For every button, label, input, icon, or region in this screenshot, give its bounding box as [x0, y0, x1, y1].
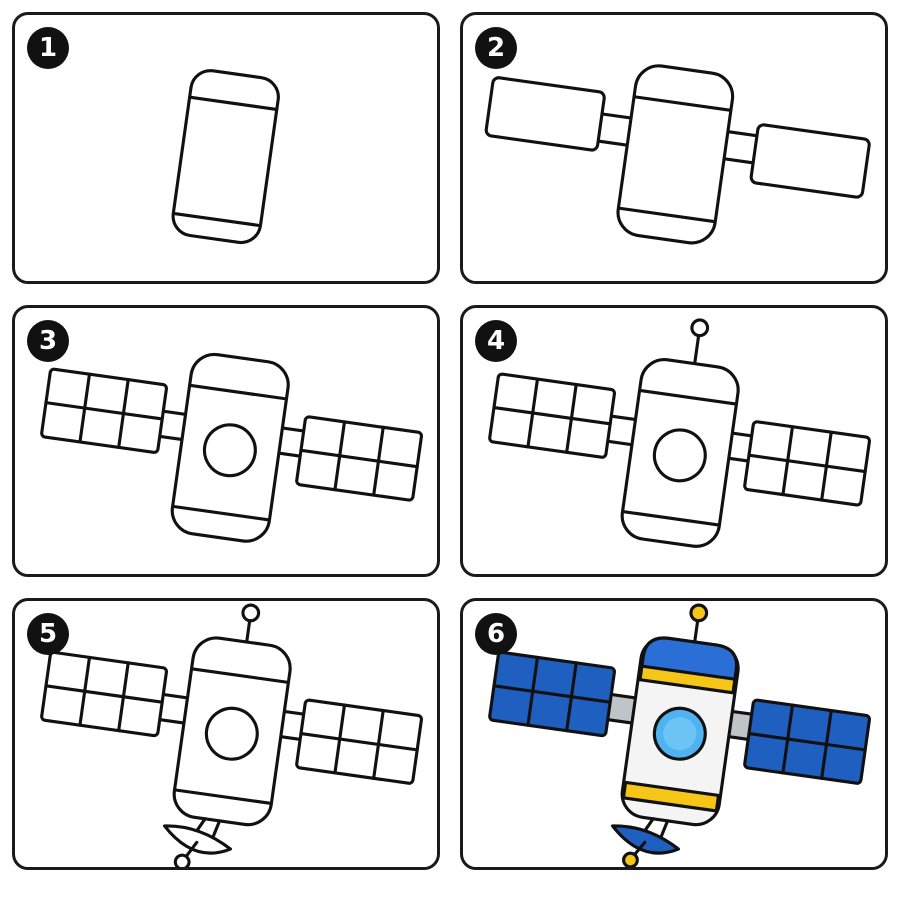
step-number-badge: 2 — [475, 27, 517, 69]
satellite-with-antenna-drawing — [488, 318, 872, 548]
step-number-badge: 3 — [27, 320, 69, 362]
satellite-with-grid-window-drawing — [40, 352, 424, 543]
step-panel-5: 5 — [12, 598, 440, 870]
step-panel-2: 2 — [460, 12, 888, 284]
satellite-colored-drawing — [488, 603, 872, 867]
step-panel-1: 1 — [12, 12, 440, 284]
step-panel-6: 6 — [460, 598, 888, 870]
step-panel-3: 3 — [12, 305, 440, 577]
step-number-badge: 5 — [27, 613, 69, 655]
step-number-badge: 1 — [27, 27, 69, 69]
satellite-with-dish-drawing — [40, 603, 424, 867]
step-panel-4: 4 — [460, 305, 888, 577]
step-number-badge: 4 — [475, 320, 517, 362]
satellite-with-panels-drawing — [484, 64, 871, 245]
step-number-badge: 6 — [475, 613, 517, 655]
satellite-body-drawing — [171, 69, 280, 245]
